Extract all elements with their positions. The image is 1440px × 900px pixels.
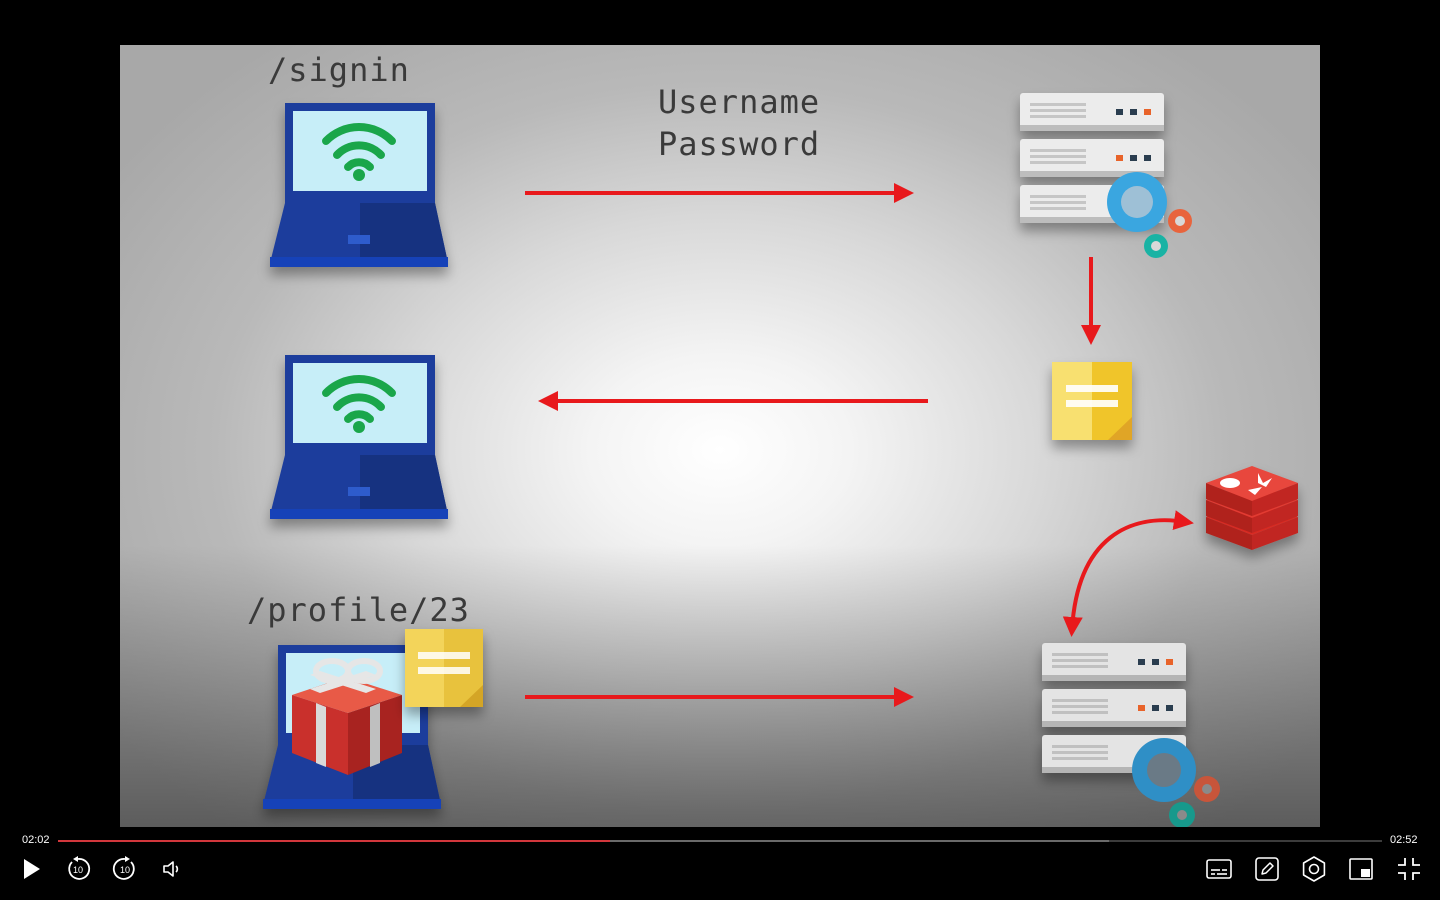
video-frame[interactable]: /signin Username Password /profile/23 bbox=[120, 45, 1320, 827]
laptop-icon bbox=[270, 103, 448, 267]
gift-icon bbox=[292, 658, 402, 775]
forward-button[interactable]: 10 bbox=[108, 852, 142, 886]
current-time: 02:02 bbox=[22, 834, 50, 846]
progress-bar[interactable] bbox=[58, 840, 1382, 842]
duration: 02:52 bbox=[1390, 834, 1418, 846]
redis-icon bbox=[1206, 466, 1298, 550]
forward-10-icon: 10 bbox=[112, 856, 135, 880]
exit-fullscreen-button[interactable] bbox=[1392, 852, 1426, 886]
sticky-note-icon bbox=[1052, 362, 1132, 440]
username-label: Username bbox=[658, 83, 821, 121]
settings-button[interactable] bbox=[1297, 852, 1331, 886]
password-label: Password bbox=[658, 125, 821, 163]
settings-icon bbox=[1302, 856, 1326, 882]
volume-button[interactable] bbox=[155, 852, 189, 886]
sticky-note-icon bbox=[405, 629, 483, 707]
notes-icon bbox=[1255, 857, 1279, 881]
profile-route-label: /profile/23 bbox=[247, 591, 470, 629]
captions-icon bbox=[1206, 859, 1232, 879]
rewind-button[interactable]: 10 bbox=[61, 852, 95, 886]
signin-route-label: /signin bbox=[268, 51, 410, 89]
rewind-10-icon: 10 bbox=[68, 856, 91, 880]
volume-icon bbox=[163, 861, 179, 877]
server-icon bbox=[1020, 93, 1164, 223]
captions-button[interactable] bbox=[1202, 852, 1236, 886]
picture-in-picture-icon bbox=[1349, 858, 1373, 880]
wifi-icon bbox=[322, 123, 396, 181]
forward-seconds: 10 bbox=[120, 865, 130, 875]
picture-in-picture-button[interactable] bbox=[1344, 852, 1378, 886]
rewind-seconds: 10 bbox=[73, 865, 83, 875]
progress-played bbox=[58, 840, 611, 842]
slide-illustration bbox=[263, 93, 1298, 827]
arrow-curved-bidirectional-icon bbox=[1062, 510, 1194, 637]
notes-button[interactable] bbox=[1250, 852, 1284, 886]
gear-icon bbox=[1132, 738, 1220, 827]
exit-fullscreen-icon bbox=[1398, 858, 1420, 880]
play-icon bbox=[24, 859, 40, 879]
wifi-icon bbox=[322, 375, 396, 433]
server-icon bbox=[1042, 643, 1186, 773]
gear-icon bbox=[1107, 172, 1192, 258]
play-button[interactable] bbox=[14, 852, 48, 886]
